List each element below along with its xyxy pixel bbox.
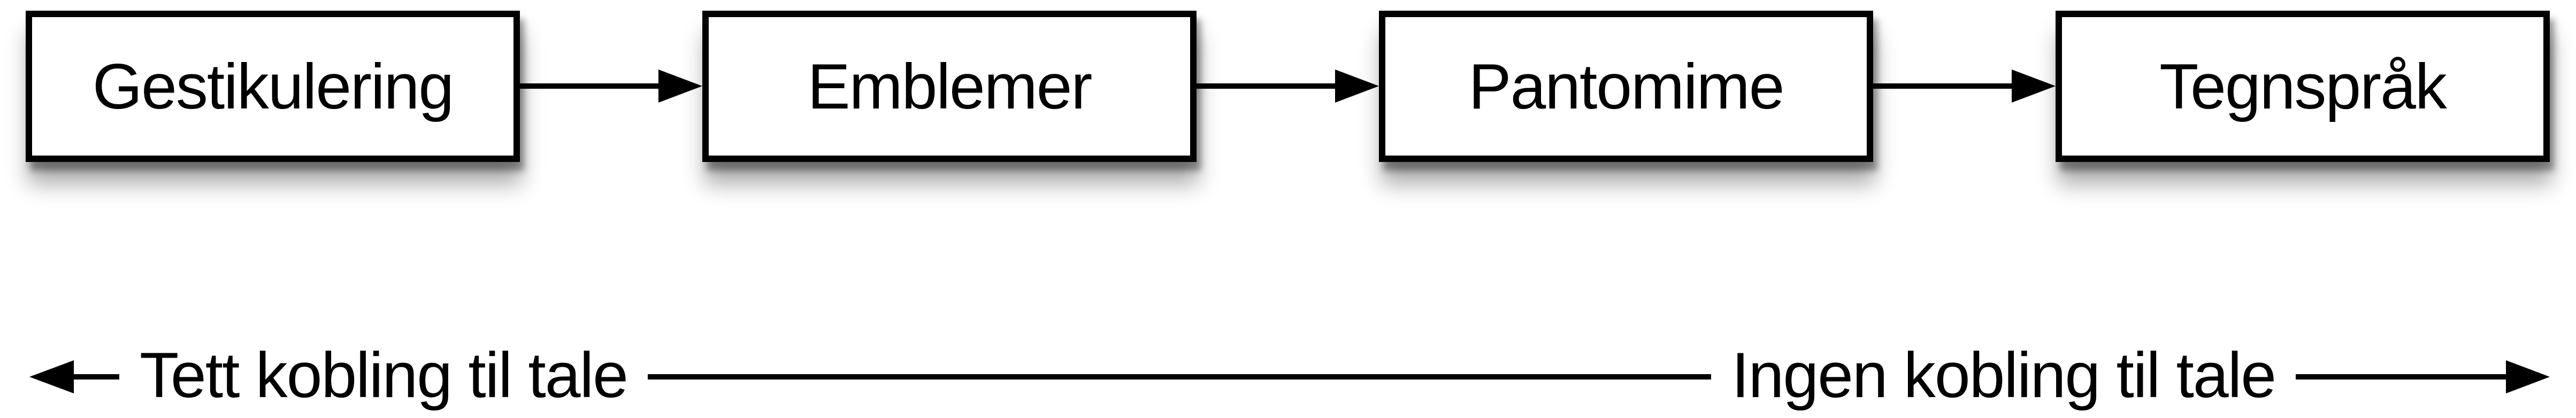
axis-middle-line: [647, 374, 1712, 380]
connector-3: [1872, 11, 2056, 162]
arrow-right-icon: [1335, 69, 1379, 103]
flow-box-pantomime: Pantomime: [1379, 11, 1873, 162]
connector-line: [518, 83, 668, 89]
flow-box-tegnsprak: Tegnspråk: [2056, 11, 2550, 162]
axis-line-segment: [2296, 374, 2512, 380]
flow-row: Gestikulering Emblemer Pantomime Tegnspr…: [26, 11, 2550, 162]
flow-box-label: Pantomime: [1468, 50, 1785, 122]
flow-box-gestikulering: Gestikulering: [26, 11, 520, 162]
axis-line-segment: [68, 374, 119, 380]
arrow-right-icon: [2012, 69, 2056, 103]
axis-arrow-left: [29, 360, 119, 393]
flow-box-label: Emblemer: [807, 50, 1093, 122]
axis-label-left: Tett kobling til tale: [140, 339, 628, 411]
continuum-axis: Tett kobling til tale Ingen kobling til …: [29, 339, 2550, 411]
flow-box-label: Gestikulering: [92, 50, 454, 122]
connector-1: [518, 11, 702, 162]
connector-2: [1195, 11, 1379, 162]
connector-line: [1872, 83, 2021, 89]
flow-box-emblemer: Emblemer: [702, 11, 1197, 162]
arrow-right-icon: [658, 69, 702, 103]
arrow-right-icon: [2506, 360, 2550, 393]
axis-label-right: Ingen kobling til tale: [1731, 339, 2276, 411]
axis-arrow-right: [2296, 360, 2550, 393]
connector-line: [1195, 83, 1345, 89]
arrow-left-icon: [29, 360, 74, 393]
flow-box-label: Tegnspråk: [2159, 50, 2447, 122]
